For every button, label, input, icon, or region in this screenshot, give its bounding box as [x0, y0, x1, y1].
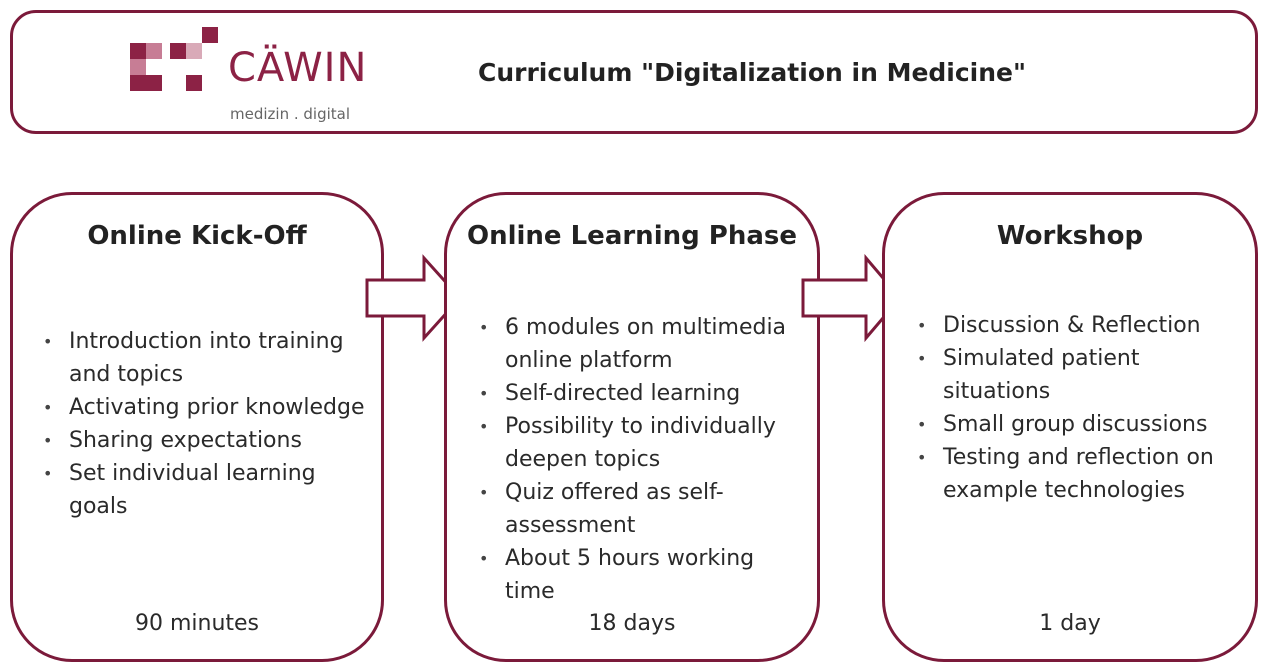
- phase-item: Discussion & Reflection: [915, 309, 1235, 342]
- page-title: Curriculum "Digitalization in Medicine": [478, 58, 1027, 87]
- logo-square: [170, 43, 186, 59]
- phase-card-workshop: Workshop Discussion & Reflection Simulat…: [882, 192, 1258, 662]
- phase-item: Set individual learning goals: [41, 457, 381, 523]
- phase-item: About 5 hours working time: [477, 542, 807, 608]
- phase-duration: 90 minutes: [134, 611, 260, 636]
- logo-square: [186, 43, 202, 59]
- phase-item-list: Introduction into training and topics Ac…: [41, 325, 381, 523]
- phase-item: Small group discussions: [915, 408, 1235, 441]
- phase-item: Activating prior knowledge: [41, 391, 381, 424]
- phase-item: Sharing expectations: [41, 424, 381, 457]
- logo-name: CÄWIN: [228, 45, 368, 91]
- phase-item: Possibility to individually deepen topic…: [477, 410, 807, 476]
- phase-card-kickoff: Online Kick-Off Introduction into traini…: [10, 192, 384, 662]
- phase-card-learning: Online Learning Phase 6 modules on multi…: [444, 192, 820, 662]
- header-box: [10, 10, 1258, 134]
- caewin-logo: CÄWIN medizin . digital: [130, 27, 370, 127]
- phase-title: Workshop: [996, 221, 1144, 251]
- logo-square: [130, 43, 146, 59]
- phase-item-list: 6 modules on multimedia online platform …: [477, 311, 807, 608]
- phase-item: Quiz offered as self-assessment: [477, 476, 807, 542]
- logo-square: [130, 59, 146, 75]
- logo-square: [186, 75, 202, 91]
- phase-title: Online Kick-Off: [87, 221, 307, 251]
- phase-item-list: Discussion & Reflection Simulated patien…: [915, 309, 1235, 507]
- phase-item: Self-directed learning: [477, 377, 807, 410]
- logo-tagline: medizin . digital: [230, 105, 350, 123]
- phase-item: Introduction into training and topics: [41, 325, 381, 391]
- logo-square: [130, 75, 146, 91]
- phase-item: Simulated patient situations: [915, 342, 1235, 408]
- phase-item: 6 modules on multimedia online platform: [477, 311, 807, 377]
- phase-duration: 18 days: [588, 611, 676, 636]
- logo-square: [202, 27, 218, 43]
- phase-item: Testing and reflection on example techno…: [915, 441, 1235, 507]
- logo-square: [146, 43, 162, 59]
- arrow-right-icon: [365, 254, 463, 342]
- logo-square: [146, 75, 162, 91]
- phase-duration: 1 day: [1039, 611, 1101, 636]
- phase-title: Online Learning Phase: [466, 221, 797, 251]
